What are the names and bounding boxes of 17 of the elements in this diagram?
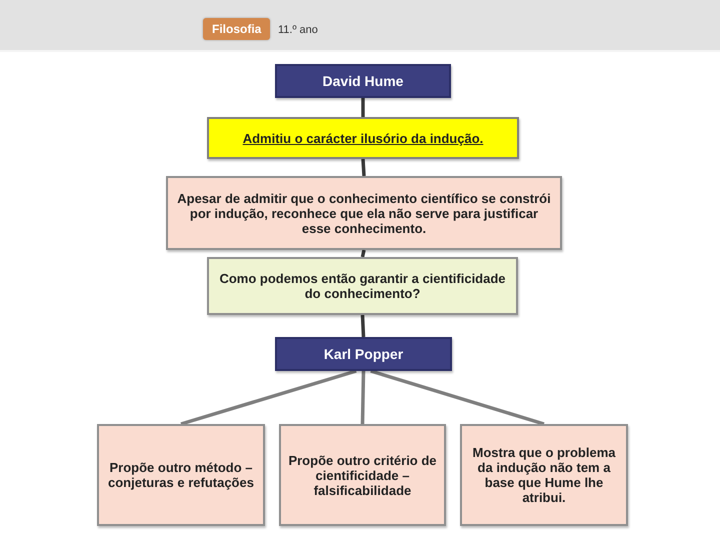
subject-tag: Filosofia (203, 18, 270, 40)
question-box: Como podemos então garantir a cientificidade do conhecimento? (207, 257, 518, 315)
connector-line (360, 370, 366, 424)
statement-box: Mostra que o problema da indução não tem a base que Hume lhe atribui. (460, 424, 628, 526)
statement-box: Propõe outro critério de cientificidade – falsificabilidade (279, 424, 446, 526)
connector-line (361, 158, 366, 176)
statement-box: Apesar de admitir que o conhecimento científico se constrói por indução, reconhece que ela não serve para justificar esse conhecimento. (166, 176, 562, 250)
name-box: David Hume (275, 64, 451, 98)
connector-line (361, 98, 365, 117)
connector-line (360, 250, 366, 258)
connector-line (360, 314, 366, 338)
connector-line (180, 369, 357, 426)
statement-box: Admitiu o carácter ilusório da indução. (207, 117, 519, 159)
name-box: Karl Popper (275, 337, 452, 371)
grade-label: 11.º ano (278, 24, 318, 36)
statement-box: Propõe outro método – conjeturas e refutações (97, 424, 265, 526)
connector-line (370, 369, 545, 426)
